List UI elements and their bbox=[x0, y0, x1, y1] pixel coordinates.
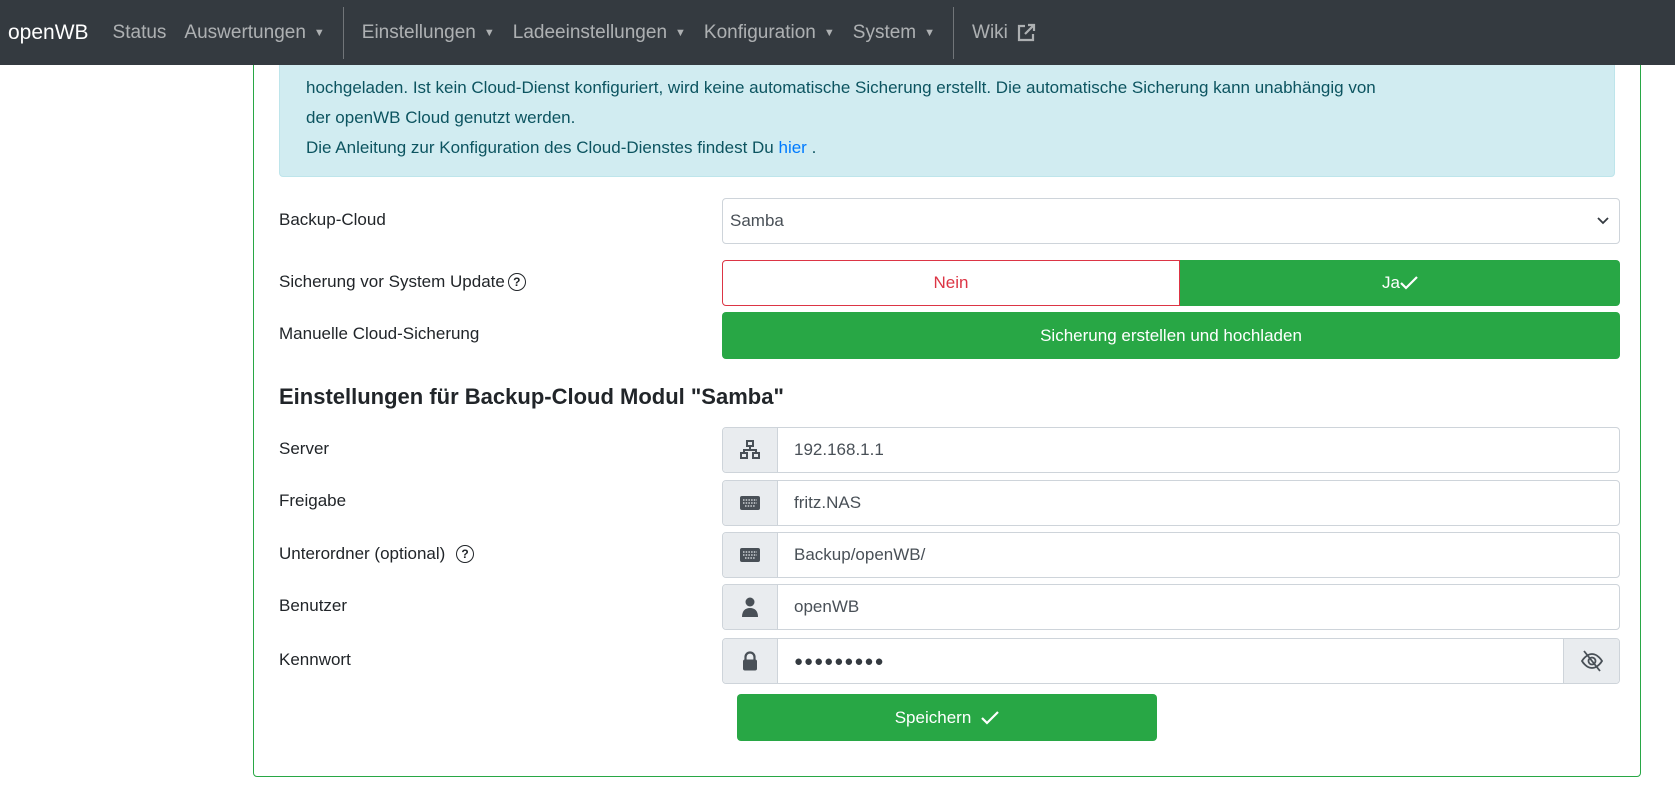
nav-label: Wiki bbox=[972, 21, 1008, 43]
network-icon bbox=[723, 428, 778, 472]
nav-label: Konfiguration bbox=[703, 21, 816, 43]
caret-down-icon: ▼ bbox=[823, 26, 835, 39]
share-label: Freigabe bbox=[279, 491, 347, 510]
external-link-icon bbox=[1017, 23, 1036, 41]
password-input-group: ●●●●●●●●● bbox=[722, 638, 1620, 684]
nav-label: Status bbox=[112, 21, 167, 43]
help-icon[interactable]: ? bbox=[507, 273, 526, 291]
info-text: der openWB Cloud genutzt werden. bbox=[306, 108, 576, 127]
caret-down-icon: ▼ bbox=[675, 26, 686, 39]
nav-wiki[interactable]: Wiki bbox=[972, 22, 1036, 44]
nav-auswertungen[interactable]: Auswertungen ▼ bbox=[184, 22, 324, 44]
password-label: Kennwort bbox=[279, 650, 351, 669]
ja-button[interactable]: Ja bbox=[1180, 260, 1620, 306]
user-icon bbox=[723, 585, 778, 629]
check-icon bbox=[981, 710, 1000, 725]
nav-system[interactable]: System ▼ bbox=[853, 22, 935, 44]
nav-einstellungen[interactable]: Einstellungen ▼ bbox=[362, 22, 495, 44]
nav-ladeeinstellungen[interactable]: Ladeeinstellungen ▼ bbox=[513, 22, 686, 44]
info-text: . bbox=[811, 138, 817, 157]
server-label: Server bbox=[279, 439, 330, 458]
help-icon[interactable]: ? bbox=[456, 545, 475, 563]
lock-icon bbox=[723, 639, 778, 683]
navbar: openWB Status Auswertungen ▼ Einstellunge… bbox=[0, 0, 1675, 65]
nav-label: System bbox=[852, 21, 917, 43]
select-value: Samba bbox=[730, 211, 784, 230]
info-text: Die Anleitung zur Konfiguration des Clou… bbox=[306, 138, 774, 157]
divider bbox=[342, 6, 344, 59]
check-icon bbox=[1400, 276, 1418, 290]
nav-konfiguration[interactable]: Konfiguration ▼ bbox=[704, 22, 835, 44]
button-label: Ja bbox=[1382, 273, 1400, 292]
create-upload-backup-button[interactable]: Sicherung erstellen und hochladen bbox=[722, 312, 1620, 359]
save-button[interactable]: Speichern bbox=[737, 694, 1157, 741]
label-text: Sicherung vor System Update bbox=[279, 272, 505, 291]
keyboard-icon bbox=[723, 481, 778, 525]
nav-status[interactable]: Status bbox=[113, 22, 167, 44]
nein-button[interactable]: Nein bbox=[722, 260, 1180, 306]
nav-label: Einstellungen bbox=[361, 21, 476, 43]
brand[interactable]: openWB bbox=[8, 20, 89, 44]
nav-label: Ladeeinstellungen bbox=[512, 21, 668, 43]
subfolder-label: Unterordner (optional) ? bbox=[279, 544, 475, 564]
info-text: hochgeladen. Ist kein Cloud-Dienst konfi… bbox=[306, 78, 1376, 97]
caret-down-icon: ▼ bbox=[483, 26, 495, 39]
section-heading: Einstellungen für Backup-Cloud Modul "Sa… bbox=[279, 384, 784, 409]
update-backup-toggle: Nein Ja bbox=[722, 260, 1620, 306]
guide-link[interactable]: hier bbox=[778, 138, 807, 157]
backup-cloud-select[interactable]: Samba bbox=[722, 198, 1620, 244]
manual-backup-label: Manuelle Cloud-Sicherung bbox=[279, 324, 480, 343]
share-input-group: fritz.NAS bbox=[722, 480, 1620, 526]
user-input[interactable]: openWB bbox=[794, 597, 860, 616]
chevron-down-icon bbox=[1597, 217, 1609, 225]
backup-cloud-label: Backup-Cloud bbox=[279, 210, 386, 229]
server-input[interactable]: 192.168.1.1 bbox=[794, 440, 884, 459]
password-input[interactable]: ●●●●●●●●● bbox=[794, 652, 885, 670]
share-input[interactable]: fritz.NAS bbox=[794, 493, 862, 512]
caret-down-icon: ▼ bbox=[313, 26, 325, 39]
user-input-group: openWB bbox=[722, 584, 1620, 630]
nav-label: Auswertungen bbox=[184, 21, 306, 43]
caret-down-icon: ▼ bbox=[924, 26, 936, 39]
keyboard-icon bbox=[723, 533, 778, 577]
button-label: Speichern bbox=[894, 707, 972, 727]
divider bbox=[953, 6, 955, 59]
server-input-group: 192.168.1.1 bbox=[722, 427, 1620, 473]
user-label: Benutzer bbox=[279, 596, 348, 615]
label-text: Unterordner (optional) bbox=[279, 544, 446, 563]
eye-slash-icon[interactable] bbox=[1563, 639, 1619, 683]
subfolder-input[interactable]: Backup/openWB/ bbox=[794, 545, 926, 564]
update-backup-label: Sicherung vor System Update? bbox=[279, 272, 526, 292]
subfolder-input-group: Backup/openWB/ bbox=[722, 532, 1620, 578]
